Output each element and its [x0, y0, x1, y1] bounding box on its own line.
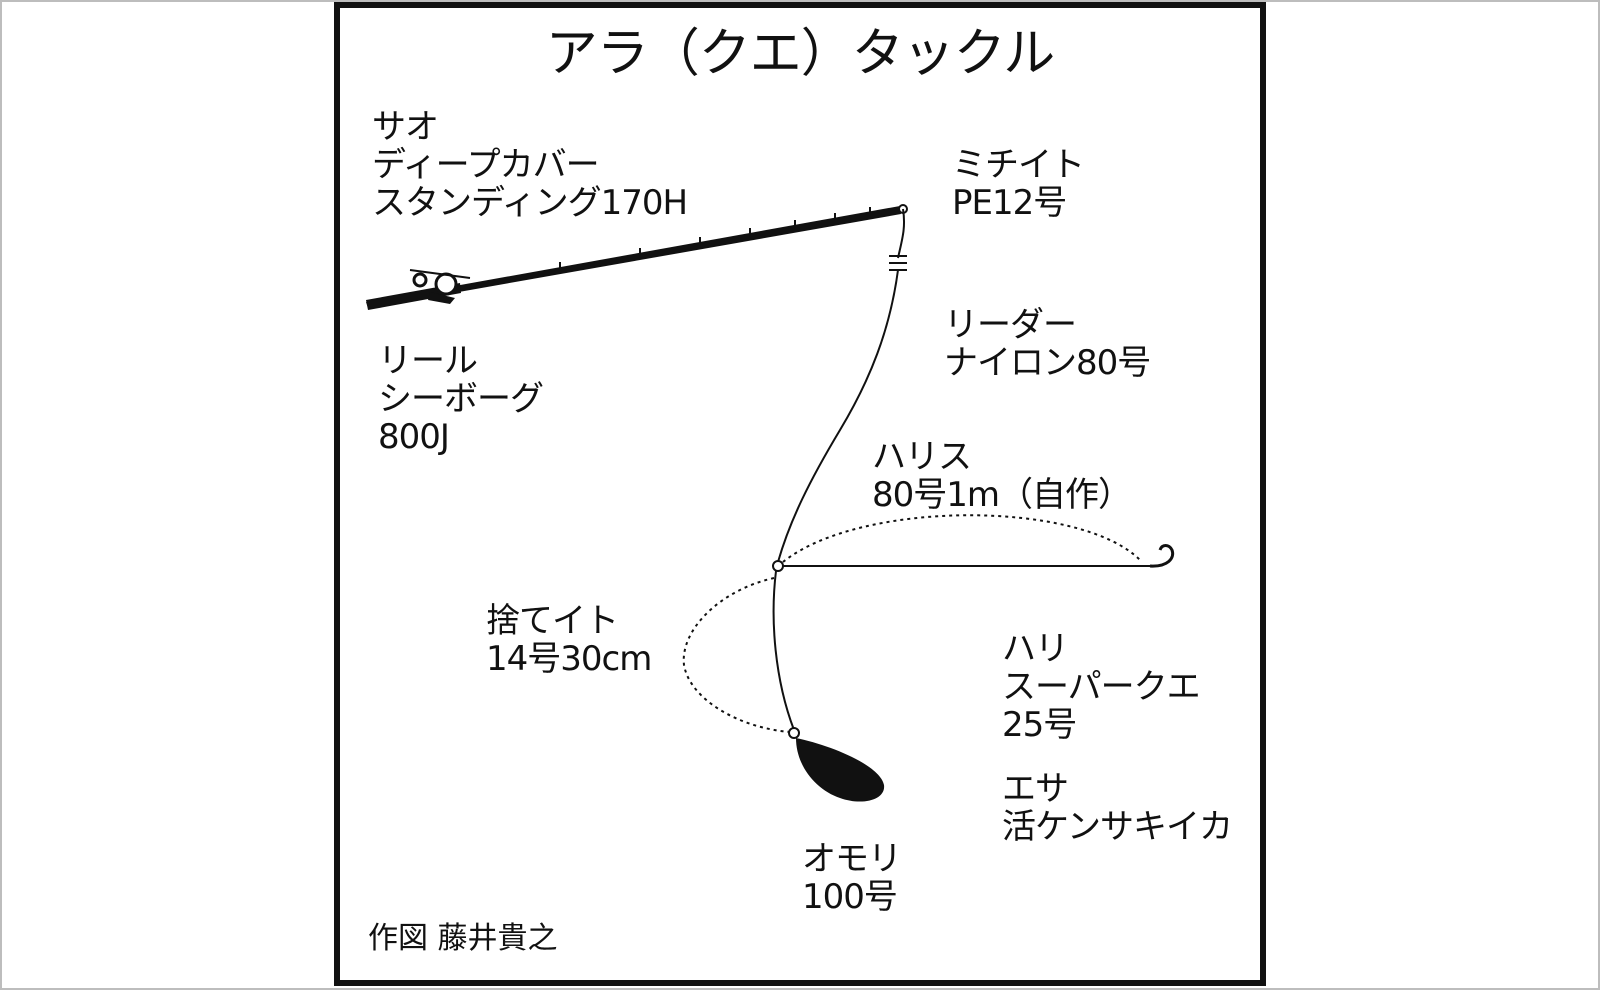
hook-model: スーパークエ	[1002, 667, 1201, 707]
mainline-label: ミチイト PE12号	[952, 145, 1085, 223]
sinker-label: オモリ 100号	[802, 839, 902, 917]
leader-label: リーダー ナイロン80号	[944, 305, 1151, 383]
bait-heading: エサ	[1002, 769, 1069, 809]
rod-guides	[559, 207, 871, 270]
reel-model-line2: 800J	[378, 417, 450, 457]
hook-label: ハリ スーパークエ 25号	[1002, 629, 1201, 745]
leader-spec: ナイロン80号	[944, 343, 1151, 383]
sute-ito-length-arc	[682, 577, 791, 733]
sinker-spec: 100号	[802, 877, 898, 917]
rod-heading: サオ	[372, 107, 439, 147]
reel-model-line1: シーボーグ	[378, 379, 544, 419]
reel-icon	[409, 269, 471, 304]
sute-ito-spec: 14号30cm	[486, 639, 652, 679]
swivel-icon	[772, 560, 784, 572]
bait-spec: 活ケンサキイカ	[1002, 807, 1233, 847]
reel-heading: リール	[378, 341, 478, 381]
main-line	[897, 208, 906, 259]
sute-ito-label: 捨てイト 14号30cm	[486, 601, 652, 679]
hook-heading: ハリ	[1002, 629, 1069, 669]
diagram-panel	[334, 2, 1266, 986]
knot-icon	[889, 255, 907, 271]
sinker-heading: オモリ	[802, 839, 902, 879]
sute-ito-line	[772, 570, 795, 731]
harisu-label: ハリス 80号1m（自作）	[872, 437, 1132, 515]
mainline-heading: ミチイト	[952, 145, 1085, 185]
illustration-credit: 作図 藤井貴之	[368, 921, 558, 956]
harisu-spec: 80号1m（自作）	[872, 475, 1132, 515]
rod-label: サオ ディープカバー スタンディング170H	[372, 107, 688, 223]
leader-line	[777, 269, 899, 563]
harisu-length-arc	[782, 514, 1141, 563]
harisu-heading: ハリス	[872, 437, 972, 477]
reel-label: リール シーボーグ 800J	[378, 341, 544, 457]
sinker-icon	[796, 738, 885, 802]
sinker-ring-icon	[788, 727, 800, 739]
rod-model-line2: スタンディング170H	[372, 183, 688, 223]
hook-size: 25号	[1002, 705, 1077, 745]
hook-icon	[1149, 544, 1175, 568]
mainline-spec: PE12号	[952, 183, 1067, 223]
sute-ito-heading: 捨てイト	[486, 601, 619, 641]
rod-drawing	[366, 204, 908, 310]
rod-model-line1: ディープカバー	[372, 145, 600, 185]
diagram-title: アラ（クエ）タックル	[545, 24, 1055, 84]
leader-heading: リーダー	[944, 305, 1077, 345]
bait-label: エサ 活ケンサキイカ	[1002, 769, 1233, 847]
